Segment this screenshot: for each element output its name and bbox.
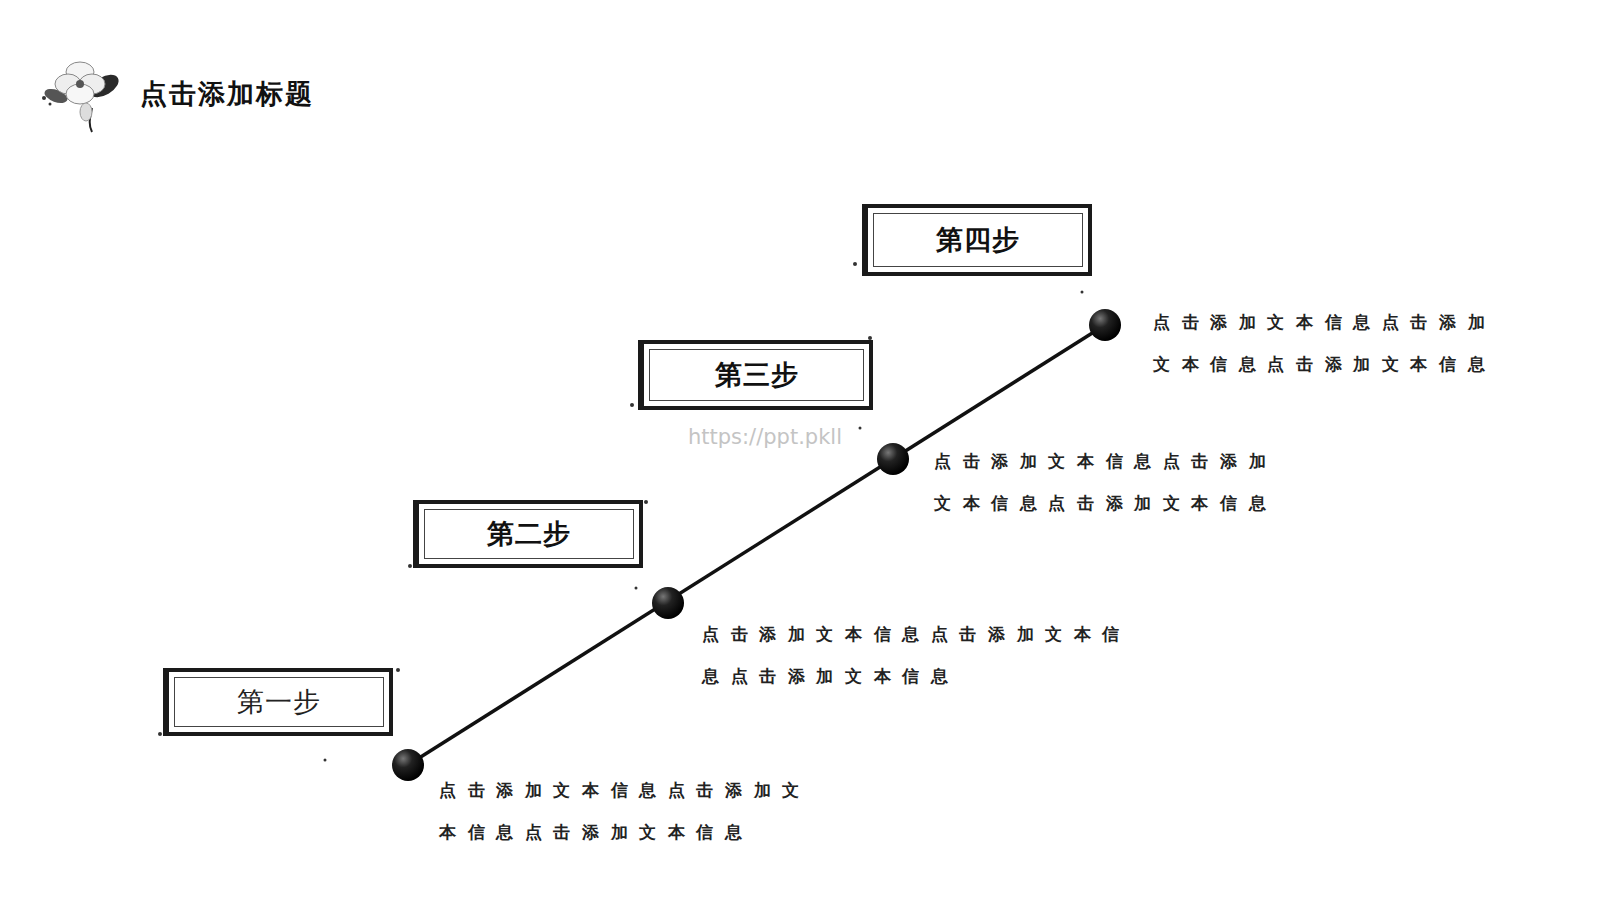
step-box: 第一步 (163, 668, 393, 736)
step-description: 点击添加文本信息点击添加文 本信息点击添加文本信息 (439, 769, 826, 853)
step-label: 第二步 (487, 516, 571, 552)
slide-title: 点击添加标题 (140, 76, 314, 112)
step-label: 第四步 (936, 222, 1020, 258)
flower-icon (42, 62, 122, 132)
step-label: 第一步 (237, 684, 321, 720)
step-box: 第四步 (862, 204, 1092, 276)
timeline-dots (392, 309, 1121, 781)
step-description: 点击添加文本信息点击添加 文本信息点击添加文本信息 (1153, 301, 1511, 385)
watermark: https://ppt.pkll (686, 425, 844, 449)
step-description: 点击添加文本信息点击添加 文本信息点击添加文本信息 (934, 440, 1292, 524)
step-box: 第三步 (638, 340, 873, 410)
step-label: 第三步 (715, 357, 799, 393)
step-description: 点击添加文本信息点击添加文本信 息点击添加文本信息 (702, 613, 1146, 697)
timeline (408, 325, 1105, 765)
step-box: 第二步 (413, 500, 643, 568)
